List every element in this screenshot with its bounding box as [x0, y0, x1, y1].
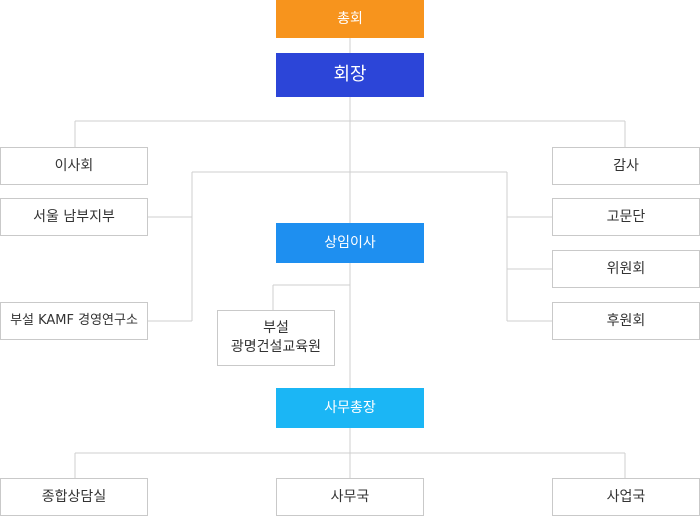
node-secretary-general-label: 사무총장	[324, 399, 376, 416]
node-education-center: 부설 광명건설교육원	[217, 310, 335, 366]
node-sponsor-label: 후원회	[606, 312, 646, 329]
node-business-office-label: 사업국	[606, 488, 646, 505]
node-kamf-institute-label: 부설 KAMF 경영연구소	[10, 313, 138, 329]
node-advisory: 고문단	[552, 198, 700, 236]
node-president: 회장	[276, 53, 424, 97]
node-standing-directors-label: 상임이사	[324, 234, 376, 251]
node-audit: 감사	[552, 147, 700, 185]
node-board: 이사회	[0, 147, 148, 185]
node-secretariat-office-label: 사무국	[330, 488, 370, 505]
node-consulting: 종합상담실	[0, 478, 148, 516]
node-standing-directors: 상임이사	[276, 223, 424, 263]
node-committee-label: 위원회	[606, 260, 646, 277]
node-advisory-label: 고문단	[606, 208, 646, 225]
node-committee: 위원회	[552, 250, 700, 288]
node-president-label: 회장	[333, 63, 367, 85]
node-audit-label: 감사	[613, 157, 639, 174]
node-seoul-branch: 서울 남부지부	[0, 198, 148, 236]
node-assembly-label: 총회	[337, 10, 363, 27]
node-consulting-label: 종합상담실	[41, 488, 107, 505]
node-assembly: 총회	[276, 0, 424, 38]
node-sponsor: 후원회	[552, 302, 700, 340]
node-secretariat-office: 사무국	[276, 478, 424, 516]
node-business-office: 사업국	[552, 478, 700, 516]
node-seoul-branch-label: 서울 남부지부	[33, 208, 115, 225]
node-kamf-institute: 부설 KAMF 경영연구소	[0, 302, 148, 340]
node-education-center-label: 부설 광명건설교육원	[230, 320, 322, 355]
node-secretary-general: 사무총장	[276, 388, 424, 428]
node-board-label: 이사회	[54, 157, 94, 174]
